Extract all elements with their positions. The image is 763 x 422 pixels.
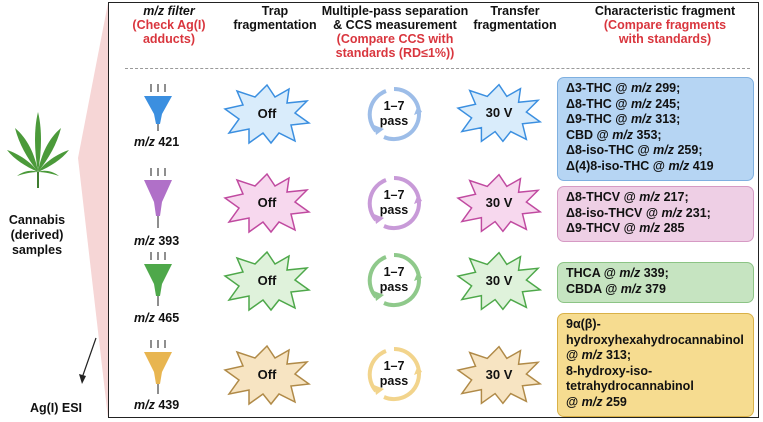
fragment-box: Δ8-THCV @ m/z 217; Δ8-iso-THCV @ m/z 231… bbox=[557, 186, 754, 242]
transfer-burst bbox=[456, 83, 542, 143]
fragment-box: THCA @ m/z 339; CBDA @ m/z 379 bbox=[557, 262, 754, 303]
fragment-line: Δ8-iso-THCV @ m/z 231; bbox=[566, 205, 711, 220]
fragment-line: tetrahydrocannabinol bbox=[566, 379, 694, 393]
transfer-voltage: 30 V bbox=[485, 105, 513, 120]
esi-label: Ag(I) ESI bbox=[29, 401, 83, 415]
workflow-frame bbox=[108, 2, 759, 418]
trap-burst bbox=[223, 172, 311, 234]
header-separation: Multiple-pass separation & CCS measureme… bbox=[321, 4, 469, 60]
fragment-line: 9α(β)- bbox=[566, 317, 601, 331]
mz-value: m/z 393 bbox=[134, 234, 180, 248]
sample-label: Cannabis (derived) samples bbox=[8, 213, 66, 257]
fragment-line: CBDA @ m/z 379 bbox=[566, 281, 666, 296]
trap-status: Off bbox=[257, 273, 277, 288]
transfer-burst bbox=[456, 173, 542, 233]
transfer-burst bbox=[456, 345, 542, 405]
pass-cycle-icon bbox=[367, 347, 422, 402]
mz-value: m/z 465 bbox=[134, 311, 180, 325]
ion-funnel-icon bbox=[144, 84, 172, 131]
fragment-line: Δ8-THCV @ m/z 217; bbox=[566, 190, 689, 204]
fragment-line: Δ8-THC @ m/z 245; bbox=[566, 96, 681, 111]
pass-cycle-icon bbox=[367, 87, 422, 142]
fragment-line: 8-hydroxy-iso- bbox=[566, 363, 653, 378]
header-trap: Trap fragmentation bbox=[233, 4, 317, 32]
pass-cycle-icon bbox=[367, 176, 422, 231]
trap-burst bbox=[223, 83, 311, 145]
ion-funnel-icon bbox=[144, 252, 172, 306]
trap-status: Off bbox=[257, 106, 277, 121]
fragment-line: Δ9-THC @ m/z 313; bbox=[566, 112, 681, 126]
header-divider bbox=[125, 68, 750, 69]
fragment-line: Δ8-iso-THC @ m/z 259; bbox=[566, 143, 703, 157]
ion-funnel-icon bbox=[144, 340, 172, 394]
fragment-line: Δ9-THCV @ m/z 285 bbox=[566, 221, 685, 235]
pass-cycle-icon bbox=[367, 253, 422, 308]
fragment-line: THCA @ m/z 339; bbox=[566, 266, 669, 280]
transfer-voltage: 30 V bbox=[485, 367, 513, 382]
esi-arrow bbox=[81, 337, 97, 379]
header-mz-filter: m/z filter (Check Ag(I) adducts) bbox=[132, 4, 206, 46]
cannabis-leaf-icon bbox=[7, 112, 69, 188]
mz-value: m/z 439 bbox=[134, 398, 180, 412]
pass-count: 1–7 pass bbox=[379, 188, 409, 217]
fragment-line: CBD @ m/z 353; bbox=[566, 127, 662, 142]
trap-burst bbox=[223, 250, 311, 312]
trap-burst bbox=[223, 344, 311, 406]
fragment-box: 9α(β)- hydroxyhexahydrocannabinol @ m/z … bbox=[557, 313, 754, 417]
transfer-voltage: 30 V bbox=[485, 273, 513, 288]
pass-count: 1–7 pass bbox=[379, 99, 409, 128]
mz-value: m/z 421 bbox=[134, 135, 180, 149]
fragment-line: Δ3-THC @ m/z 299; bbox=[566, 81, 681, 95]
fragment-line: @ m/z 259 bbox=[566, 394, 627, 409]
transfer-burst bbox=[456, 251, 542, 311]
header-transfer: Transfer fragmentation bbox=[473, 4, 557, 32]
fragment-box: Δ3-THC @ m/z 299; Δ8-THC @ m/z 245; Δ9-T… bbox=[557, 77, 754, 181]
header-fragment: Characteristic fragment (Compare fragmen… bbox=[594, 4, 736, 46]
fragment-line: @ m/z 313; bbox=[566, 348, 632, 362]
trap-status: Off bbox=[257, 195, 277, 210]
transfer-voltage: 30 V bbox=[485, 195, 513, 210]
ion-funnel-icon bbox=[144, 168, 172, 228]
fragment-line: Δ(4)8-iso-THC @ m/z 419 bbox=[566, 158, 714, 173]
pass-count: 1–7 pass bbox=[379, 265, 409, 294]
pass-count: 1–7 pass bbox=[379, 359, 409, 388]
fragment-line: hydroxyhexahydrocannabinol bbox=[566, 332, 744, 347]
trap-status: Off bbox=[257, 367, 277, 382]
